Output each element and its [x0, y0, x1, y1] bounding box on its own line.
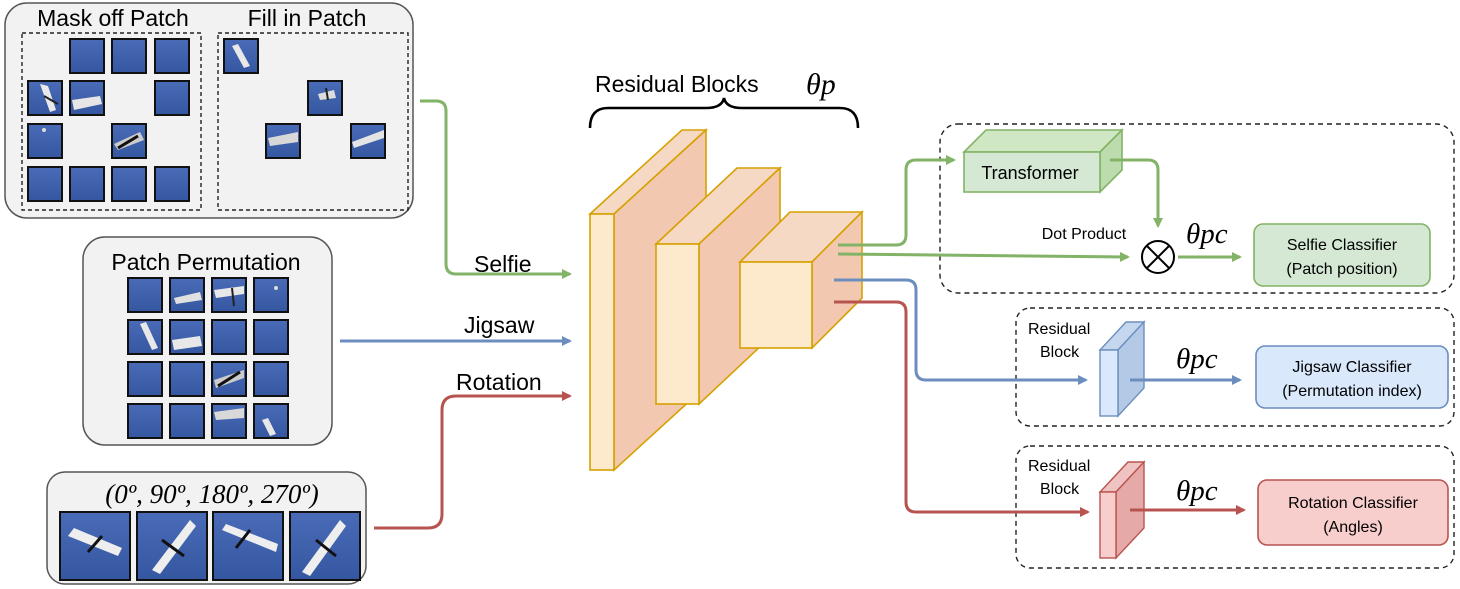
rotation-classifier — [1257, 479, 1449, 546]
rotation-classifier-subtitle: (Angles) — [1323, 519, 1383, 536]
selfie-head-frame — [939, 123, 1455, 294]
to-rotation-block-arrow — [834, 300, 1090, 517]
to-jigsaw-block-arrow — [834, 278, 1088, 385]
jigsaw-head-frame — [1015, 307, 1455, 427]
rotation-angles: (0º, 90º, 180º, 270º) — [105, 479, 318, 509]
rotation-classifier-title: Rotation Classifier — [1288, 495, 1419, 512]
transformer-box — [962, 128, 1124, 194]
selfie-classifier-subtitle: (Patch position) — [1286, 261, 1397, 278]
permutation-plane-bits — [140, 286, 278, 436]
selfie-classifier — [1253, 223, 1431, 287]
jigsaw-block-label-1: Residual — [1028, 321, 1090, 338]
rotation-block-label-2: Block — [1040, 481, 1080, 498]
rotation-images — [59, 511, 361, 581]
to-transformer-arrow — [838, 155, 956, 247]
selfie-theta: θpc — [1186, 218, 1228, 250]
residual-blocks-label: Residual Blocks — [595, 71, 759, 97]
dot-product-label: Dot Product — [1042, 226, 1127, 243]
jigsaw-residual-block — [1098, 320, 1146, 418]
jigsaw-classifier — [1255, 345, 1449, 409]
selfie-input-panel: Mask off Patch Fill in Patch — [4, 2, 414, 219]
residual-blocks-brace — [588, 97, 860, 129]
mask-grid-frame — [21, 32, 202, 211]
rotation-block-label-1: Residual — [1028, 458, 1090, 475]
mask-patch-plane-bits — [40, 84, 144, 150]
jigsaw-classifier-subtitle: (Permutation index) — [1282, 383, 1422, 400]
jigsaw-theta: θpc — [1176, 343, 1218, 375]
rotation-theta: θpc — [1176, 475, 1218, 507]
selfie-classifier-title: Selfie Classifier — [1287, 237, 1398, 254]
rotation-label: Rotation — [456, 369, 542, 395]
mask-off-title: Mask off Patch — [37, 5, 189, 31]
dot-product-icon — [1141, 240, 1175, 274]
to-dot-product-arrow — [837, 251, 1130, 262]
mask-patches — [27, 38, 190, 202]
selfie-input-arrow — [420, 99, 572, 279]
permutation-title: Patch Permutation — [111, 249, 300, 275]
jigsaw-label: Jigsaw — [464, 312, 535, 338]
fill-patches — [223, 38, 386, 159]
selfie-label: Selfie — [474, 251, 532, 277]
fill-in-title: Fill in Patch — [248, 5, 367, 31]
fill-patch-plane-bits — [232, 44, 384, 148]
transformer-to-product-arrow — [1110, 158, 1163, 228]
transformer-label: Transformer — [981, 163, 1078, 183]
jigsaw-block-label-2: Block — [1040, 344, 1080, 361]
fill-grid-frame — [217, 32, 409, 211]
rotation-head-frame — [1015, 445, 1455, 569]
backbone-theta: θp — [806, 68, 836, 101]
jigsaw-classifier-title: Jigsaw Classifier — [1292, 359, 1412, 376]
rotation-input-arrow — [374, 391, 572, 530]
jigsaw-input-panel: Patch Permutation — [82, 236, 333, 446]
rotation-plane-shapes — [68, 520, 346, 576]
